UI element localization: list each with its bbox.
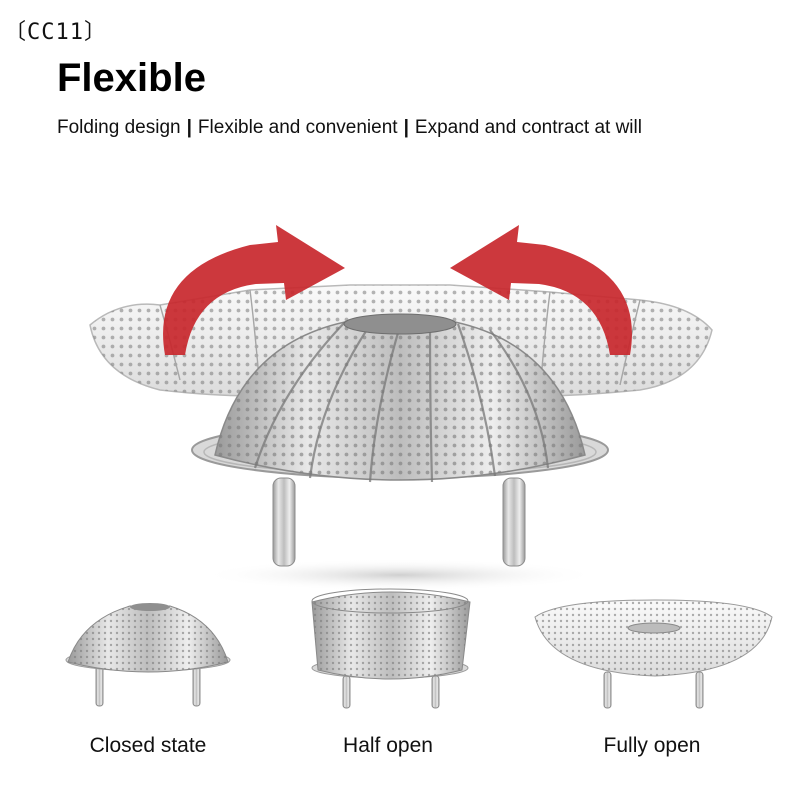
feature-separator: |	[186, 117, 192, 138]
feature-flexible-convenient: Flexible and convenient	[197, 117, 398, 138]
label-closed-state: Closed state	[89, 734, 207, 757]
state-fully-open-image	[534, 599, 773, 709]
feature-expand-contract: Expand and contract at will	[414, 117, 642, 138]
expand-arrow-left	[163, 225, 345, 355]
steamer-center-hole	[343, 313, 457, 335]
closed-steamer-main	[191, 313, 609, 567]
feature-folding-design: Folding design	[57, 117, 181, 138]
label-fully-open: Fully open	[603, 734, 701, 757]
state-half-open-image	[311, 588, 471, 709]
page-title: Flexible	[57, 56, 206, 100]
steamer-leg	[272, 477, 296, 567]
steamer-shadow	[200, 559, 600, 591]
product-code: 〔CC11〕	[4, 20, 107, 45]
feature-line: Folding design|Flexible and convenient|E…	[57, 117, 642, 139]
steamer-leg	[502, 477, 526, 567]
feature-separator: |	[403, 117, 409, 138]
label-half-open: Half open	[343, 734, 433, 757]
state-closed-image	[65, 603, 231, 707]
expand-arrow-right	[450, 225, 632, 355]
